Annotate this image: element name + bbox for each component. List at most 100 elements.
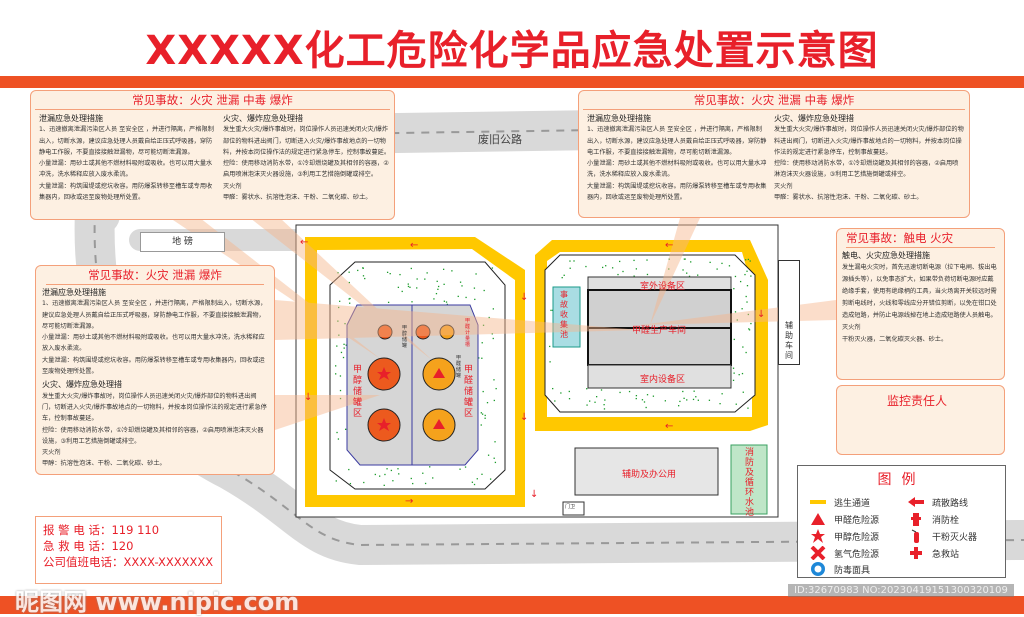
grass-dot	[635, 268, 638, 270]
fire-title: 火灾、爆炸应急处理措	[42, 380, 122, 390]
legend-gas-mask: 防毒面具	[810, 562, 870, 576]
grass-dot	[411, 301, 413, 303]
info-box-top-right: 常见事故：火灾 泄漏 中毒 爆炸 泄漏应急处理措施 1、迅速撤离泄漏污染区人员 …	[578, 90, 970, 218]
legend-label: 急救站	[932, 549, 960, 560]
grass-dot	[480, 424, 482, 426]
grass-dot	[476, 478, 478, 480]
grass-dot	[746, 270, 748, 272]
text: 小量泄漏：用砂土或其他不燃材料吸附或吸收。也可以用大量水冲洗，洗水稀释应放入废水…	[42, 334, 265, 353]
text: 发生漏电火灾时，首先迅速切断电源（拉下电闸、拔出电源插头等），以免事态扩大，如果…	[842, 264, 997, 319]
methanol-area-label: 甲醇储罐区	[353, 365, 363, 419]
evacuation-arrow-icon: ←	[665, 240, 673, 251]
grass-dot	[481, 473, 483, 475]
evacuation-arrow-icon: ←	[410, 240, 418, 251]
text: 小量泄漏：用砂土或其他不燃材料吸附或吸收。也可以用大量水冲洗，洗水稀释应放入废水…	[587, 160, 767, 179]
police-phone: 报 警 电 话：119 110	[43, 523, 160, 537]
grass-dot	[748, 329, 751, 331]
grass-dot	[550, 309, 552, 312]
grass-dot	[732, 379, 735, 382]
legend-label: 逃生通道	[834, 498, 871, 509]
grass-dot	[744, 273, 746, 276]
grass-dot	[746, 285, 749, 287]
grass-dot	[437, 285, 440, 288]
grass-dot	[437, 288, 439, 290]
grass-dot	[603, 404, 605, 406]
grass-dot	[747, 313, 750, 316]
indoor-equipment	[587, 364, 732, 389]
grass-dot	[494, 461, 497, 464]
grass-dot	[422, 472, 424, 474]
grass-dot	[750, 322, 752, 325]
grass-dot	[734, 311, 737, 313]
grass-dot	[652, 395, 655, 397]
grass-dot	[484, 417, 486, 419]
grass-dot	[481, 413, 484, 415]
text: 甲醛：雾状水、抗溶性泡沫、干粉、二氧化碳、砂土。	[774, 194, 923, 202]
grass-dot	[635, 394, 638, 397]
legend-label: 氢气危险源	[834, 549, 880, 560]
grass-dot	[611, 267, 614, 269]
info-box-mid-left: 常见事故：火灾 泄漏 爆炸 泄漏应急处理措施 1、迅速撤离泄漏污染区人员 至安全…	[35, 265, 275, 475]
legend-extinguisher: 干粉灭火器	[908, 529, 977, 543]
grass-dot	[374, 473, 376, 476]
grass-dot	[495, 387, 497, 390]
grass-dot	[481, 342, 483, 344]
grass-dot	[563, 274, 565, 276]
grass-dot	[721, 393, 723, 395]
grass-dot	[600, 389, 603, 391]
info-box-top-left: 常见事故：火灾 泄漏 中毒 爆炸 泄漏应急处理措施 1、迅速撤离泄漏污染区人员 …	[30, 90, 395, 220]
grass-dot	[433, 298, 435, 300]
grass-dot	[482, 390, 484, 393]
grass-dot	[474, 298, 476, 301]
grass-dot	[364, 277, 366, 280]
weighbridge: 地 磅	[140, 232, 225, 252]
evacuation-arrow-icon: ←	[665, 421, 673, 432]
grass-dot	[343, 343, 345, 345]
grass-dot	[461, 285, 463, 287]
grass-dot	[412, 482, 414, 485]
top-band	[0, 76, 1024, 88]
grass-dot	[443, 283, 445, 285]
legend-hydrant: 消防栓	[908, 512, 959, 526]
leak-title: 泄漏应急处理措施	[42, 288, 106, 297]
gate	[562, 501, 585, 516]
star-hazard-icon	[811, 529, 825, 543]
grass-dot	[633, 259, 635, 262]
grass-dot	[560, 392, 562, 394]
legend-formaldehyde: 甲醛危险源	[810, 512, 879, 526]
escape-route	[305, 237, 768, 507]
grass-dot	[335, 365, 337, 367]
grass-dot	[690, 261, 692, 263]
grass-dot	[750, 275, 752, 277]
grass-dot	[692, 398, 695, 401]
legend-label: 甲醇危险源	[834, 532, 880, 543]
legend-first-aid: 急救站	[908, 546, 959, 560]
measuring-tank-label: 甲醛计量槽	[465, 318, 471, 348]
box-heading: 常见事故：触电 火灾	[846, 229, 995, 248]
grass-dot	[338, 334, 340, 336]
grass-dot	[635, 397, 637, 400]
grass-dot	[645, 406, 647, 409]
grass-dot	[443, 300, 446, 302]
grass-dot	[749, 260, 751, 262]
grass-dot	[478, 357, 480, 359]
grass-dot	[568, 390, 570, 393]
grass-dot	[398, 473, 400, 475]
emergency-phones: 报 警 电 话：119 110 急 救 电 话：120 公司值班电话：XXXX-…	[35, 516, 222, 584]
grass-dot	[340, 351, 343, 354]
grass-dot	[336, 431, 338, 434]
grass-dot	[348, 298, 350, 300]
grass-dot	[401, 290, 403, 293]
grass-dot	[459, 281, 462, 283]
grass-dot	[482, 324, 485, 326]
grass-dot	[410, 267, 412, 270]
grass-dot	[457, 295, 459, 298]
legend-evacuation: 疏散路线	[908, 495, 968, 509]
grass-dot	[429, 466, 431, 468]
methanol-tank-label: 甲醇储罐	[402, 325, 408, 349]
box-heading: 常见事故：火灾 泄漏 爆炸	[46, 266, 264, 285]
grass-dot	[491, 267, 494, 269]
gate-label: 门卫	[565, 504, 576, 510]
bottom-band	[0, 596, 1024, 614]
grass-dot	[594, 401, 596, 403]
